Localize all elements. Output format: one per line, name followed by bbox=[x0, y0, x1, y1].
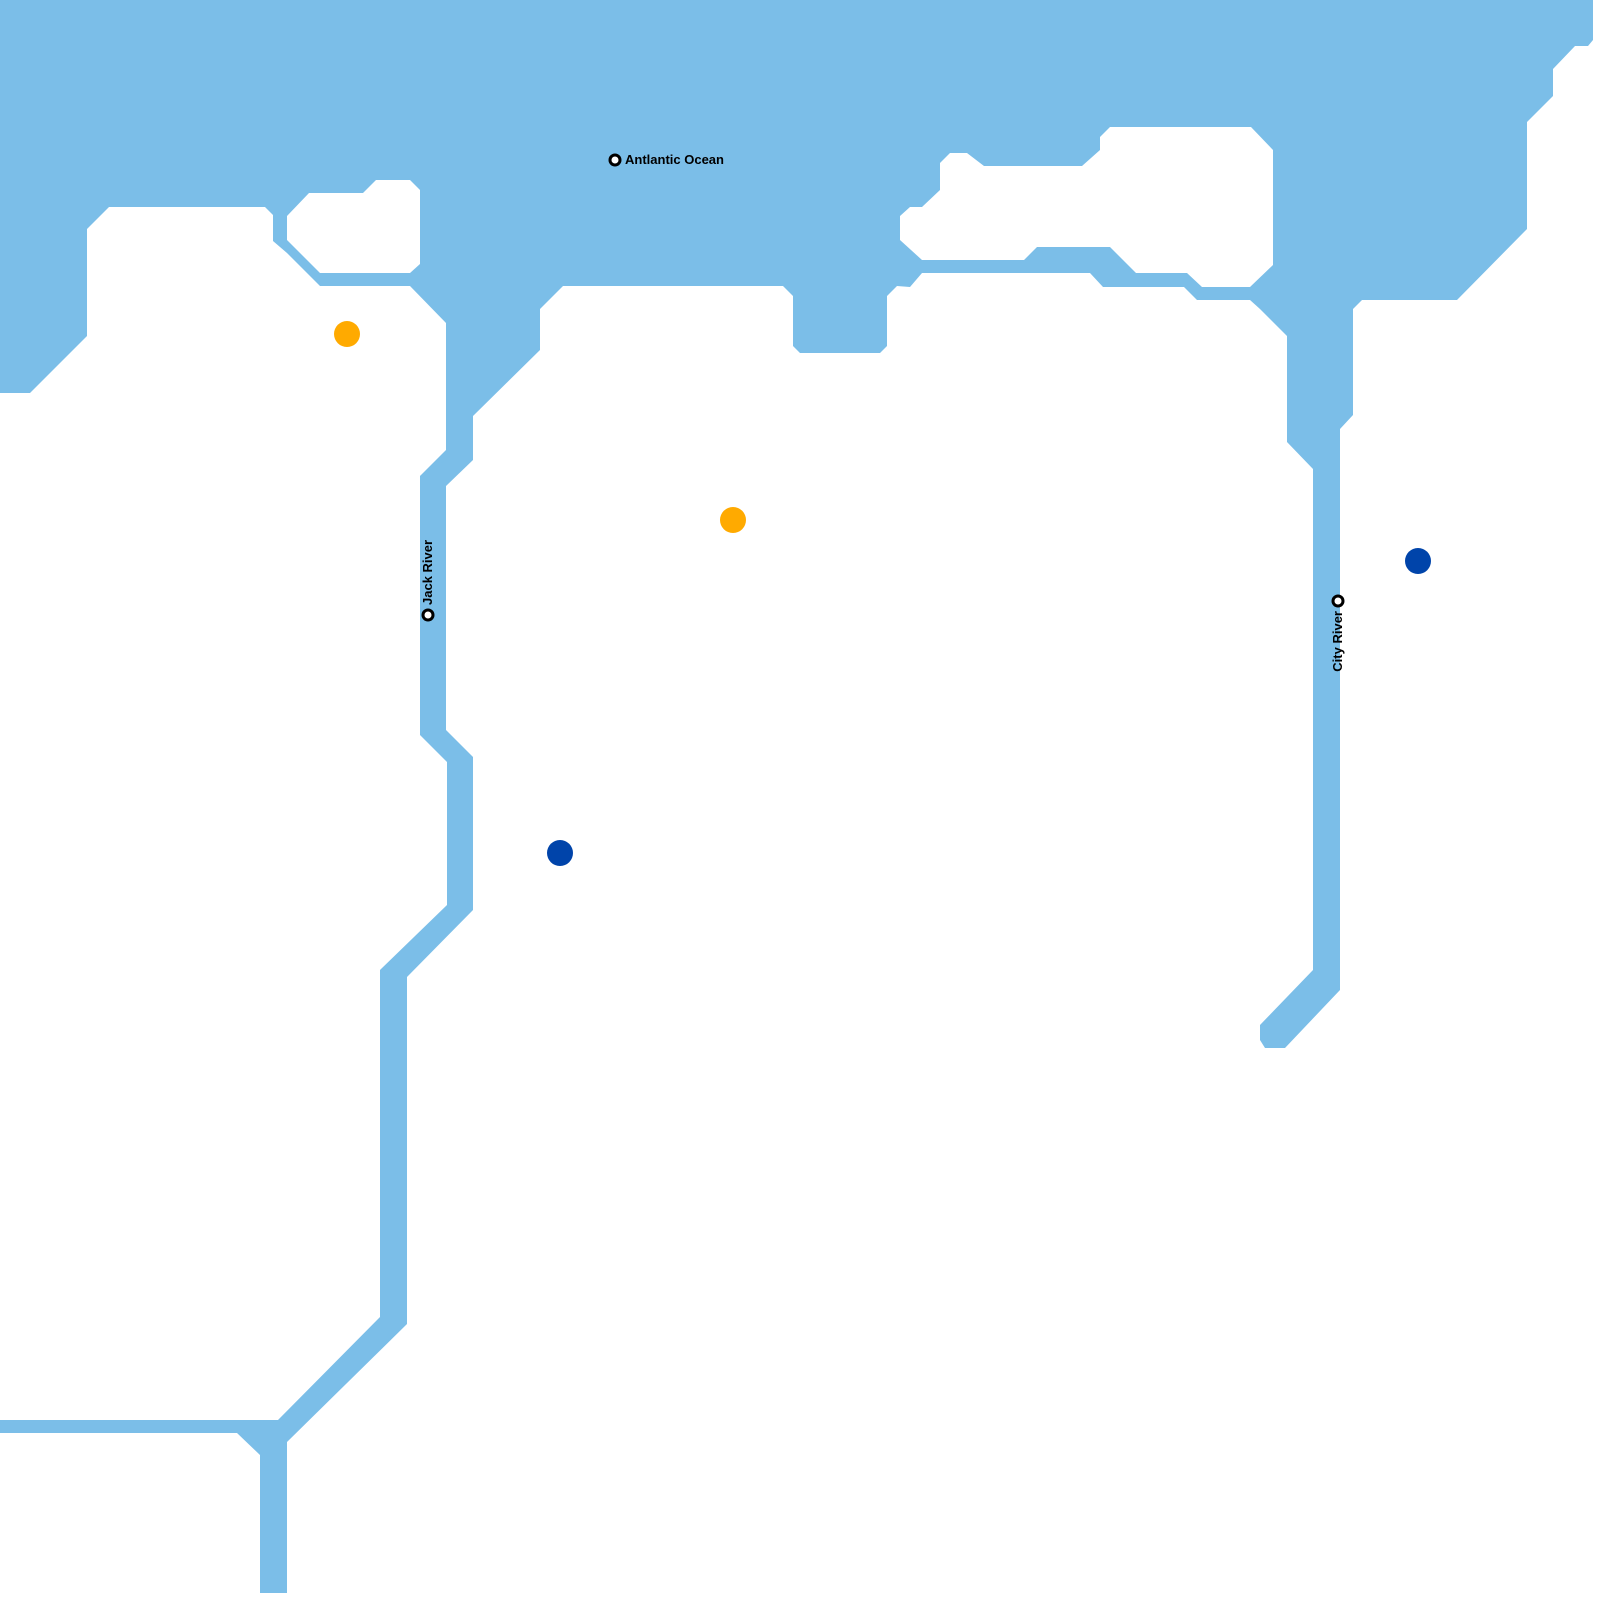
point-markers bbox=[334, 321, 1431, 866]
place-label-atlantic[interactable]: Antlantic Ocean bbox=[608, 152, 724, 167]
label-marker-icon bbox=[421, 608, 435, 622]
label-text: Antlantic Ocean bbox=[625, 152, 724, 167]
city-river bbox=[1260, 469, 1340, 1048]
small-island-west bbox=[287, 180, 420, 273]
orange-marker[interactable] bbox=[334, 321, 360, 347]
label-text: Jack River bbox=[420, 540, 435, 605]
label-text: City River bbox=[1330, 611, 1345, 672]
label-marker-icon bbox=[1331, 594, 1345, 608]
place-label-city-river[interactable]: City River bbox=[1330, 594, 1345, 672]
label-marker-icon bbox=[608, 153, 622, 167]
island-east bbox=[900, 127, 1273, 287]
place-label-jack-river[interactable]: Jack River bbox=[420, 540, 435, 622]
atlantic-ocean-area bbox=[0, 0, 1593, 486]
jack-river bbox=[0, 460, 473, 1593]
island-layer bbox=[287, 127, 1273, 287]
blue-marker[interactable] bbox=[1405, 548, 1431, 574]
blue-marker[interactable] bbox=[547, 840, 573, 866]
orange-marker[interactable] bbox=[720, 507, 746, 533]
